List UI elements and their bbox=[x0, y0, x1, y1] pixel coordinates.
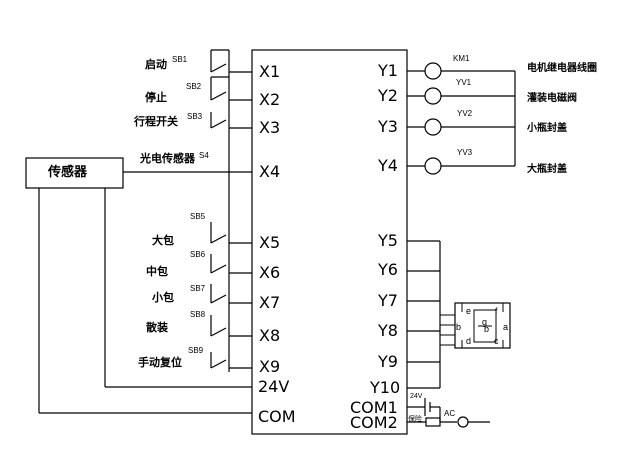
tag-yv1: YV1 bbox=[456, 78, 472, 87]
pin-x7: X7 bbox=[259, 293, 281, 312]
pin-y4: Y4 bbox=[378, 156, 398, 175]
output-y2-wiring bbox=[407, 87, 515, 105]
display-bus bbox=[407, 240, 455, 389]
pin-y2: Y2 bbox=[378, 86, 398, 105]
pin-x2: X2 bbox=[259, 90, 281, 109]
output-y3-wiring bbox=[407, 118, 515, 136]
switch-sb7 bbox=[210, 284, 252, 304]
sensor-label: 传感器 bbox=[48, 165, 88, 180]
plc-body bbox=[251, 49, 408, 435]
pin-x4: X4 bbox=[259, 162, 281, 181]
tag-sb1: SB1 bbox=[172, 55, 188, 64]
label-mid-pack: 中包 bbox=[146, 265, 168, 278]
switch-sb6 bbox=[210, 254, 252, 274]
label-stop: 停止 bbox=[145, 91, 167, 104]
label-limit-switch: 行程开关 bbox=[134, 115, 178, 128]
switch-sb2 bbox=[210, 76, 252, 101]
tag-km1: KM1 bbox=[453, 54, 470, 63]
label-manual-reset: 手动复位 bbox=[138, 356, 182, 369]
segment-f: f bbox=[495, 306, 498, 316]
label-filling-valve: 灌装电磁阀 bbox=[527, 93, 577, 104]
tag-s4: S4 bbox=[199, 151, 209, 160]
switch-sb3 bbox=[210, 112, 252, 129]
switch-sb8 bbox=[210, 315, 252, 337]
tag-sb6: SB6 bbox=[190, 250, 206, 259]
com-power-circuit bbox=[407, 398, 490, 428]
tag-sb8: SB8 bbox=[190, 310, 206, 319]
label-ac: AC bbox=[444, 409, 456, 418]
pin-y7: Y7 bbox=[378, 291, 398, 310]
pin-y10: Y10 bbox=[370, 378, 401, 397]
pin-com: COM bbox=[258, 407, 296, 426]
label-big-pack: 大包 bbox=[152, 234, 174, 247]
pin-x3: X3 bbox=[259, 118, 281, 137]
segment-d: d bbox=[466, 336, 472, 346]
label-small-bottle-cap: 小瓶封盖 bbox=[527, 123, 567, 134]
pin-x5: X5 bbox=[259, 233, 281, 252]
label-motor-relay-coil: 电机继电器线圈 bbox=[527, 63, 597, 74]
seven-segment-display bbox=[454, 302, 511, 349]
tag-yv3: YV3 bbox=[457, 148, 473, 157]
pin-x8: X8 bbox=[259, 326, 281, 345]
pin-y6: Y6 bbox=[378, 260, 398, 279]
label-big-bottle-cap: 大瓶封盖 bbox=[527, 164, 567, 175]
pin-y1: Y1 bbox=[378, 61, 398, 80]
switch-sb5 bbox=[210, 222, 252, 244]
output-y4-wiring bbox=[407, 157, 515, 175]
label-24v-dc: 24V bbox=[410, 393, 423, 400]
label-photo-sensor: 光电传感器 bbox=[140, 152, 195, 165]
output-y1-wiring bbox=[407, 62, 515, 80]
tag-sb2: SB2 bbox=[186, 82, 202, 91]
label-fuse: 保险 bbox=[408, 416, 422, 423]
switch-sb1 bbox=[210, 49, 252, 73]
tag-yv2: YV2 bbox=[457, 109, 473, 118]
pin-x9: X9 bbox=[259, 357, 281, 376]
tag-sb7: SB7 bbox=[190, 284, 206, 293]
sensor-box bbox=[25, 157, 124, 189]
pin-x6: X6 bbox=[259, 263, 281, 282]
tag-sb5: SB5 bbox=[190, 212, 206, 221]
segment-a: a bbox=[503, 322, 509, 332]
pin-y9: Y9 bbox=[378, 352, 398, 371]
pin-x1: X1 bbox=[259, 62, 281, 81]
pin-com2: COM2 bbox=[350, 413, 398, 432]
pin-24v: 24V bbox=[258, 377, 290, 396]
segment-c: c bbox=[494, 336, 499, 346]
segment-e: e bbox=[466, 306, 472, 316]
tag-sb9: SB9 bbox=[188, 346, 204, 355]
pin-com1: COM1 bbox=[350, 398, 398, 417]
segment-b: b bbox=[484, 324, 490, 334]
pin-y8: Y8 bbox=[378, 321, 398, 340]
label-start: 启动 bbox=[145, 58, 167, 71]
label-bulk: 散装 bbox=[146, 321, 168, 334]
segment-b-left: b bbox=[456, 322, 462, 332]
label-small-pack: 小包 bbox=[152, 291, 174, 304]
pin-y5: Y5 bbox=[378, 231, 398, 250]
segment-g: g bbox=[482, 317, 488, 327]
pin-y3: Y3 bbox=[378, 117, 398, 136]
tag-sb3: SB3 bbox=[187, 112, 203, 121]
switch-sb9 bbox=[210, 352, 252, 369]
